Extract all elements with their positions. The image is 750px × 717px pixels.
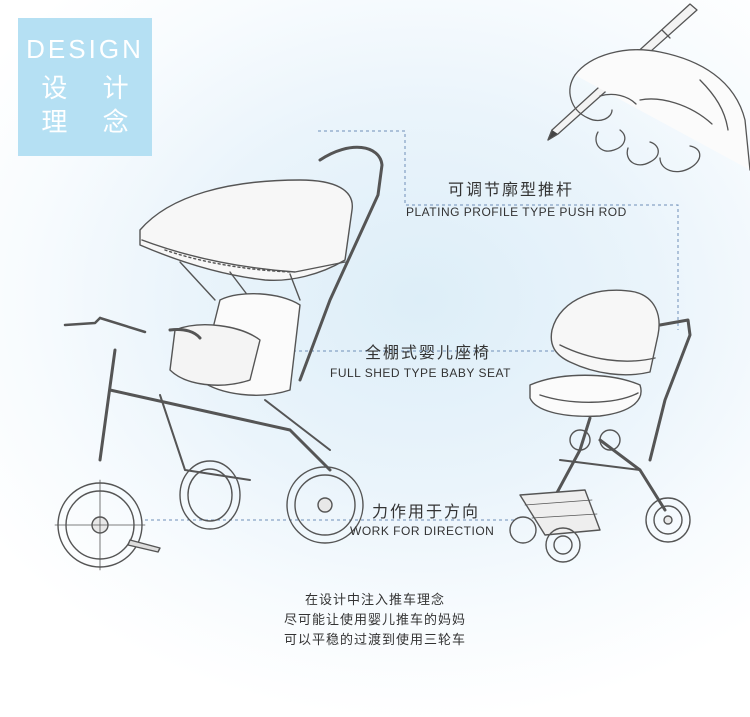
badge-title-zh-line1: 设 计 xyxy=(41,73,143,103)
footer-line-3: 可以平稳的过渡到使用三轮车 xyxy=(283,632,466,647)
hand-with-pencil-icon xyxy=(547,3,750,173)
badge-title-zh-line2: 理 念 xyxy=(41,107,143,137)
tricycle-stroller-icon xyxy=(54,145,384,571)
footer-description: 在设计中注入推车理念 尽可能让使用婴儿推车的妈妈 可以平稳的过渡到使用三轮车 xyxy=(0,590,750,650)
footer-line-2: 尽可能让使用婴儿推车的妈妈 xyxy=(283,612,466,627)
feature-baby-seat-en: FULL SHED TYPE BABY SEAT xyxy=(330,366,511,380)
footer-line-1: 在设计中注入推车理念 xyxy=(304,592,445,607)
guide-lines xyxy=(145,130,679,521)
design-badge: DESIGN 设 计 理 念 xyxy=(18,18,152,156)
feature-direction-en: WORK FOR DIRECTION xyxy=(350,524,495,538)
feature-direction-zh: 力作用于方向 xyxy=(372,504,481,521)
feature-baby-seat-zh: 全棚式婴儿座椅 xyxy=(365,345,492,362)
feature-push-rod-zh: 可调节廓型推杆 xyxy=(448,182,575,199)
badge-title-en: DESIGN xyxy=(26,34,144,64)
feature-push-rod-en: PLATING PROFILE TYPE PUSH ROD xyxy=(406,205,627,219)
baby-stroller-icon xyxy=(509,289,692,563)
